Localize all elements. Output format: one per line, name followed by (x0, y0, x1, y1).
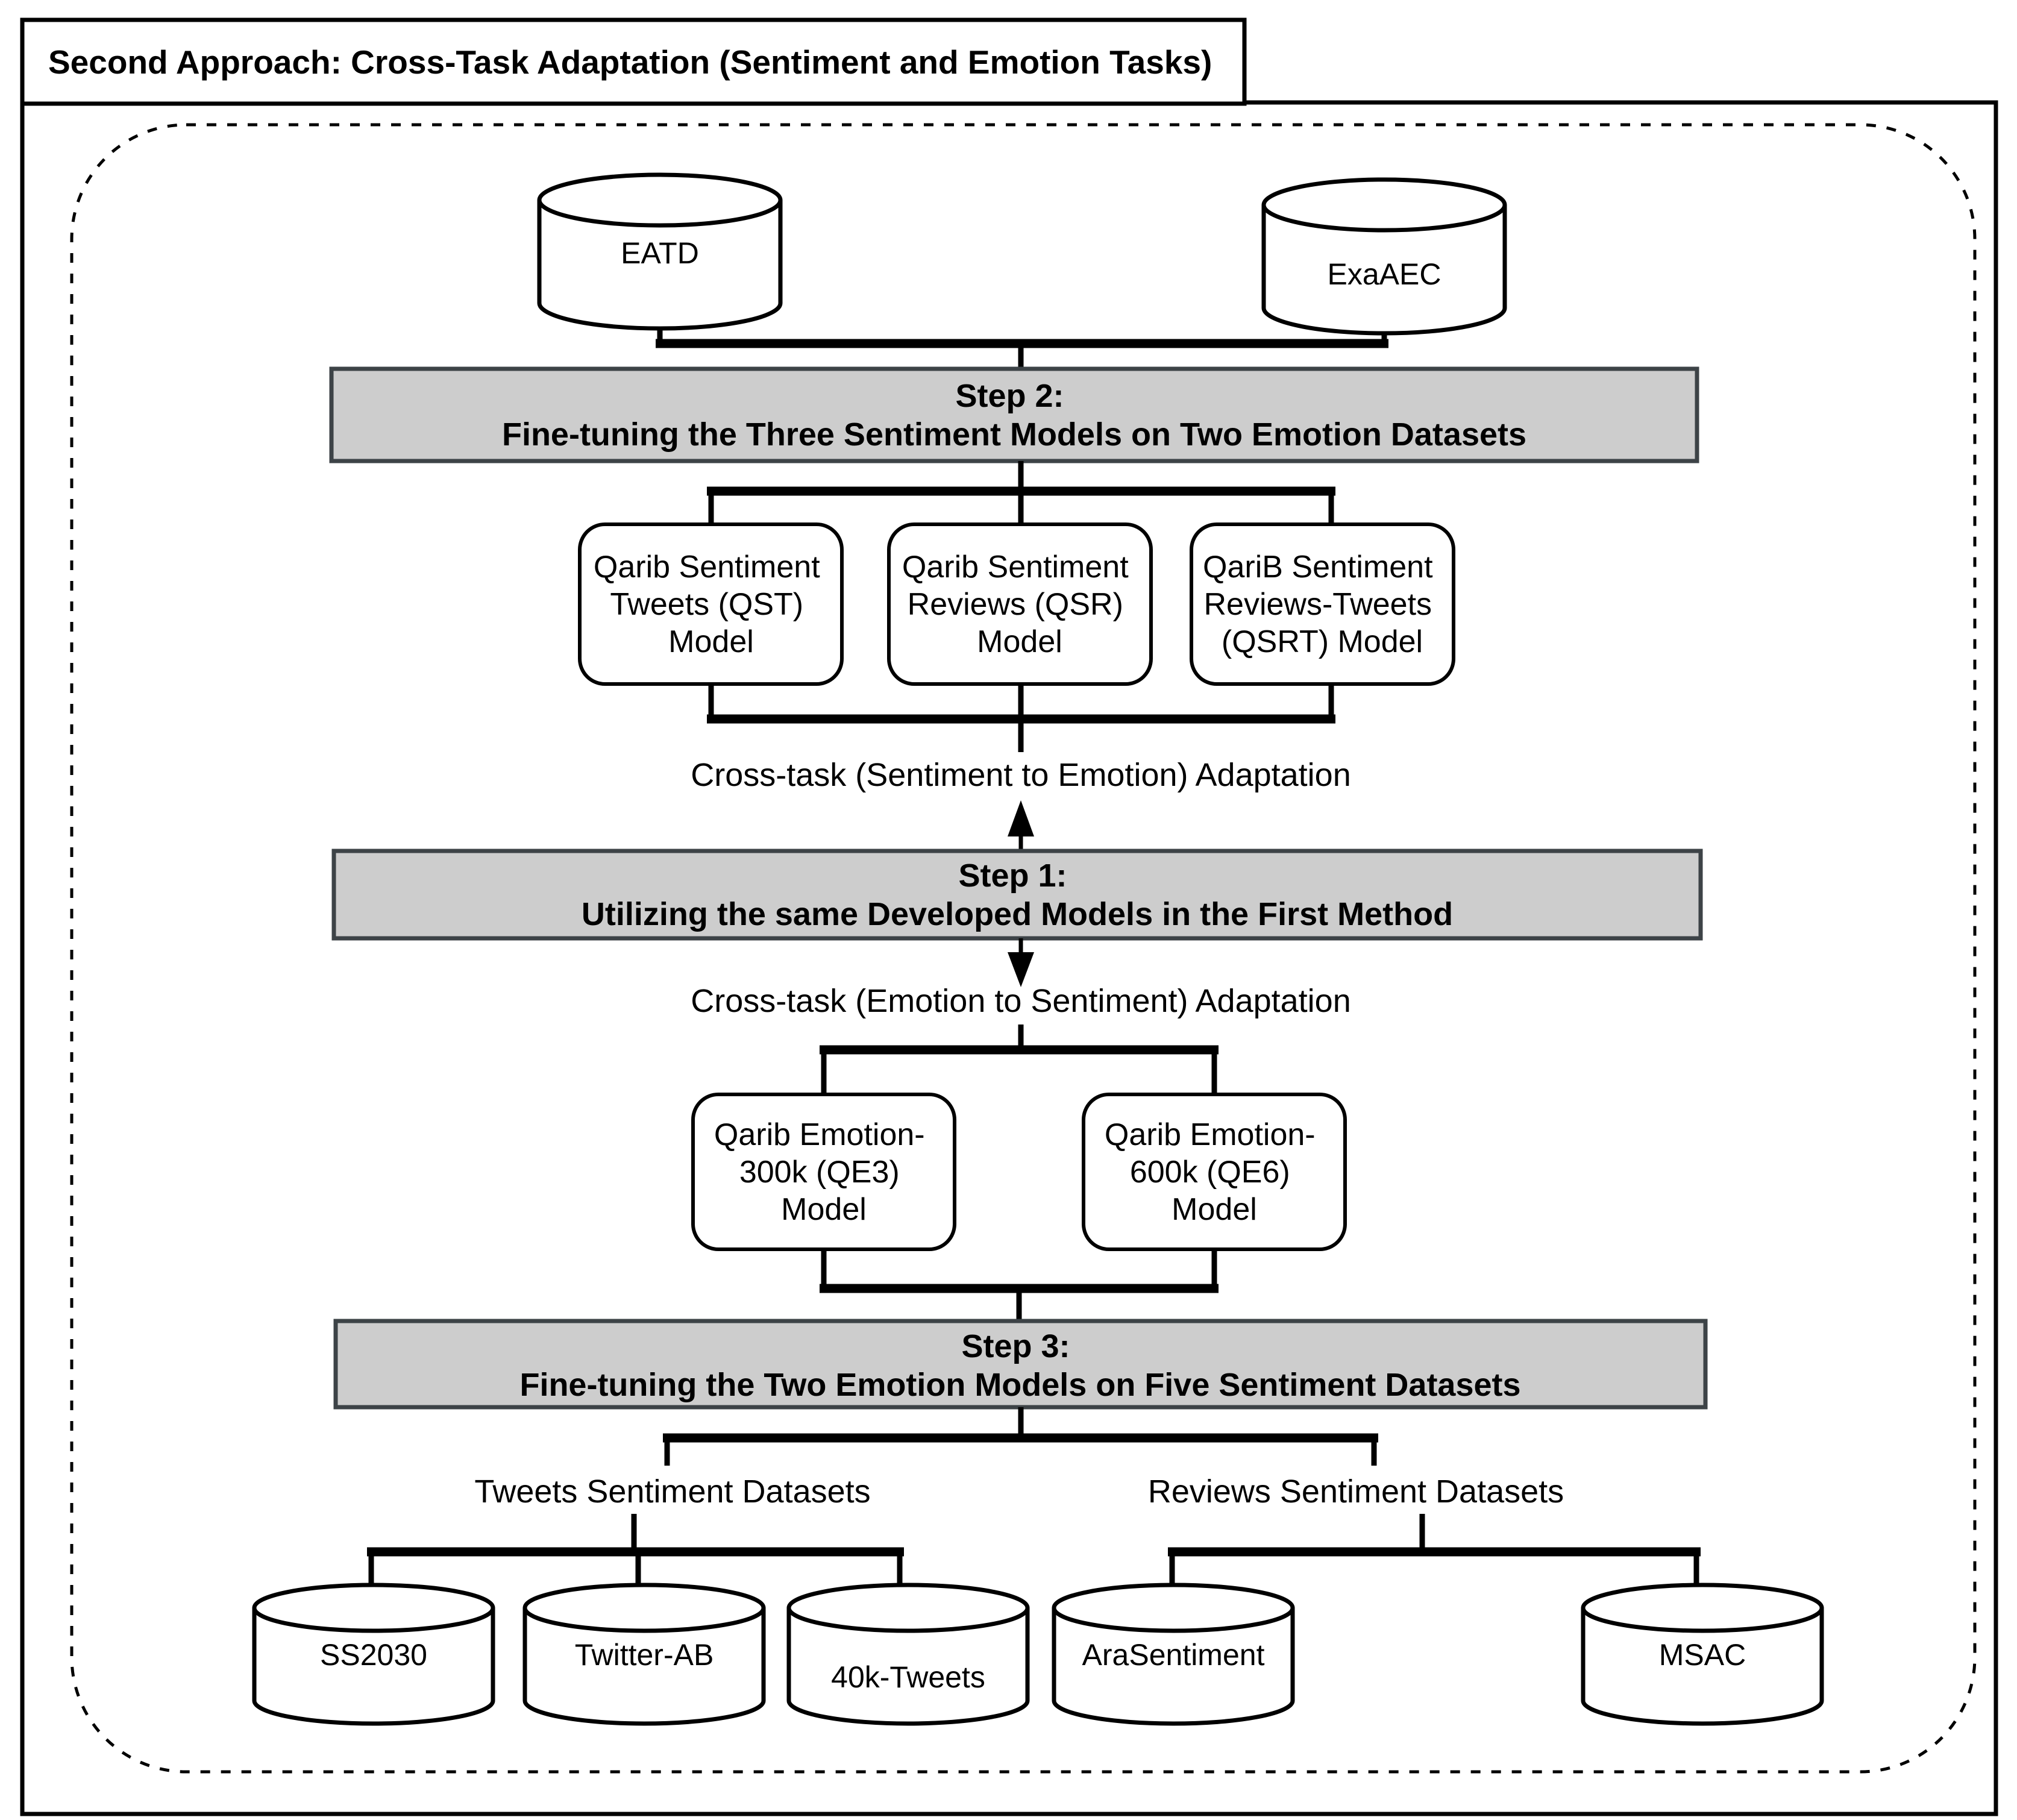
qsr-text: Qarib Sentiment Reviews (QSR) Model (902, 550, 1137, 659)
qst-line-3: Model (668, 624, 754, 659)
step2-bar-rect (329, 366, 1699, 463)
arasentiment-cylinder-top (1052, 1583, 1295, 1633)
qe3-text: Qarib Emotion- 300k (QE3) Model (714, 1117, 933, 1227)
step1-text: Step 1: Utilizing the same Developed Mod… (582, 858, 1453, 932)
step1-title: Step 1: (958, 858, 1067, 894)
qsr-line-3: Model (977, 624, 1062, 659)
qe6-line-1: Qarib Emotion- (1105, 1117, 1316, 1152)
database-ss2030: SS2030 (252, 1583, 495, 1726)
step3-subtitle: Fine-tuning the Two Emotion Models on Fi… (519, 1367, 1520, 1403)
ss2030-cylinder-top (252, 1583, 495, 1633)
qsrt-line-3: (QSRT) Model (1222, 624, 1423, 659)
step3-text: Step 3: Fine-tuning the Two Emotion Mode… (519, 1328, 1520, 1403)
qst-line-2: Tweets (QST) (610, 587, 803, 622)
qsr-line-2: Reviews (QSR) (908, 587, 1123, 622)
eatd-cylinder-body (537, 200, 783, 331)
exaaec-cylinder-top (1261, 177, 1507, 233)
step2-subtitle: Fine-tuning the Three Sentiment Models o… (502, 416, 1526, 453)
model-box-qsr: Qarib Sentiment Reviews (QSR) Model (887, 522, 1153, 686)
qst-text: Qarib Sentiment Tweets (QST) Model (594, 550, 829, 659)
eatd-cylinder-top (537, 172, 783, 228)
qsr-line-1: Qarib Sentiment (902, 550, 1129, 585)
model-box-qsrt: QariB Sentiment Reviews-Tweets (QSRT) Mo… (1190, 522, 1455, 686)
outer-frame (20, 100, 1998, 1816)
step2-bar: Step 2: Fine-tuning the Three Sentiment … (329, 366, 1699, 463)
up-arrow-head-icon (1008, 800, 1034, 836)
40k-tweets-cylinder-body (786, 1608, 1030, 1726)
step1-subtitle: Utilizing the same Developed Models in t… (582, 896, 1453, 932)
model-box-qe6: Qarib Emotion- 600k (QE6) Model (1082, 1093, 1347, 1251)
page-title: Second Approach: Cross-Task Adaptation (… (48, 43, 1212, 81)
step3-bar-rect (333, 1319, 1708, 1410)
step3-bar: Step 3: Fine-tuning the Two Emotion Mode… (333, 1319, 1708, 1410)
twitter-ab-cylinder-top (522, 1583, 766, 1633)
step1-bar-rect (331, 849, 1703, 941)
database-arasentiment: AraSentiment (1052, 1583, 1295, 1726)
tweets-group-label: Tweets Sentiment Datasets (474, 1473, 870, 1510)
exaaec-label: ExaAEC (1328, 257, 1441, 291)
qe6-line-3: Model (1172, 1192, 1257, 1227)
step1-bar: Step 1: Utilizing the same Developed Mod… (331, 849, 1703, 941)
msac-cylinder-top (1581, 1583, 1824, 1633)
down-arrow-head-icon (1008, 952, 1034, 987)
model-box-qe3: Qarib Emotion- 300k (QE3) Model (691, 1093, 956, 1251)
database-40k-tweets: 40k-Tweets (786, 1583, 1030, 1726)
qsrt-text: QariB Sentiment Reviews-Tweets (QSRT) Mo… (1203, 550, 1441, 659)
step3-title: Step 3: (961, 1328, 1070, 1364)
title-box (20, 17, 1247, 106)
qe3-line-1: Qarib Emotion- (714, 1117, 925, 1152)
up-arrow (1008, 800, 1034, 851)
ss2030-label: SS2030 (320, 1638, 427, 1672)
twitter-ab-cylinder-body (522, 1608, 766, 1726)
twitter-ab-label: Twitter-AB (575, 1638, 714, 1672)
msac-cylinder-body (1581, 1608, 1824, 1726)
40k-tweets-cylinder-top (786, 1583, 1030, 1633)
arasentiment-cylinder-body (1052, 1608, 1295, 1726)
ss2030-cylinder-body (252, 1608, 495, 1726)
database-twitter-ab: Twitter-AB (522, 1583, 766, 1726)
dashed-boundary (70, 123, 1977, 1774)
step2-title: Step 2: (955, 378, 1064, 414)
exaaec-cylinder-body (1261, 205, 1507, 336)
qe6-text: Qarib Emotion- 600k (QE6) Model (1105, 1117, 1324, 1227)
step2-text: Step 2: Fine-tuning the Three Sentiment … (502, 378, 1526, 453)
qsrt-line-2: Reviews-Tweets (1203, 587, 1432, 622)
model-box-qst: Qarib Sentiment Tweets (QST) Model (578, 522, 844, 686)
qe3-line-3: Model (781, 1192, 867, 1227)
arasentiment-label: AraSentiment (1082, 1638, 1265, 1672)
qe6-line-2: 600k (QE6) (1130, 1155, 1290, 1190)
eatd-label: EATD (621, 236, 699, 270)
annotation-sentiment-to-emotion: Cross-task (Sentiment to Emotion) Adapta… (691, 757, 1351, 793)
database-msac: MSAC (1581, 1583, 1824, 1726)
40k-tweets-label: 40k-Tweets (831, 1660, 985, 1694)
qe3-line-2: 300k (QE3) (739, 1155, 900, 1190)
qst-line-1: Qarib Sentiment (594, 550, 820, 585)
annotation-emotion-to-sentiment: Cross-task (Emotion to Sentiment) Adapta… (691, 983, 1351, 1019)
database-eatd: EATD (537, 172, 783, 331)
qsrt-box-rect (1190, 522, 1455, 686)
reviews-group-label: Reviews Sentiment Datasets (1148, 1473, 1564, 1510)
down-arrow (1008, 938, 1034, 987)
msac-label: MSAC (1659, 1638, 1746, 1672)
database-exaaec: ExaAEC (1261, 177, 1507, 336)
qsrt-line-1: QariB Sentiment (1203, 550, 1433, 585)
